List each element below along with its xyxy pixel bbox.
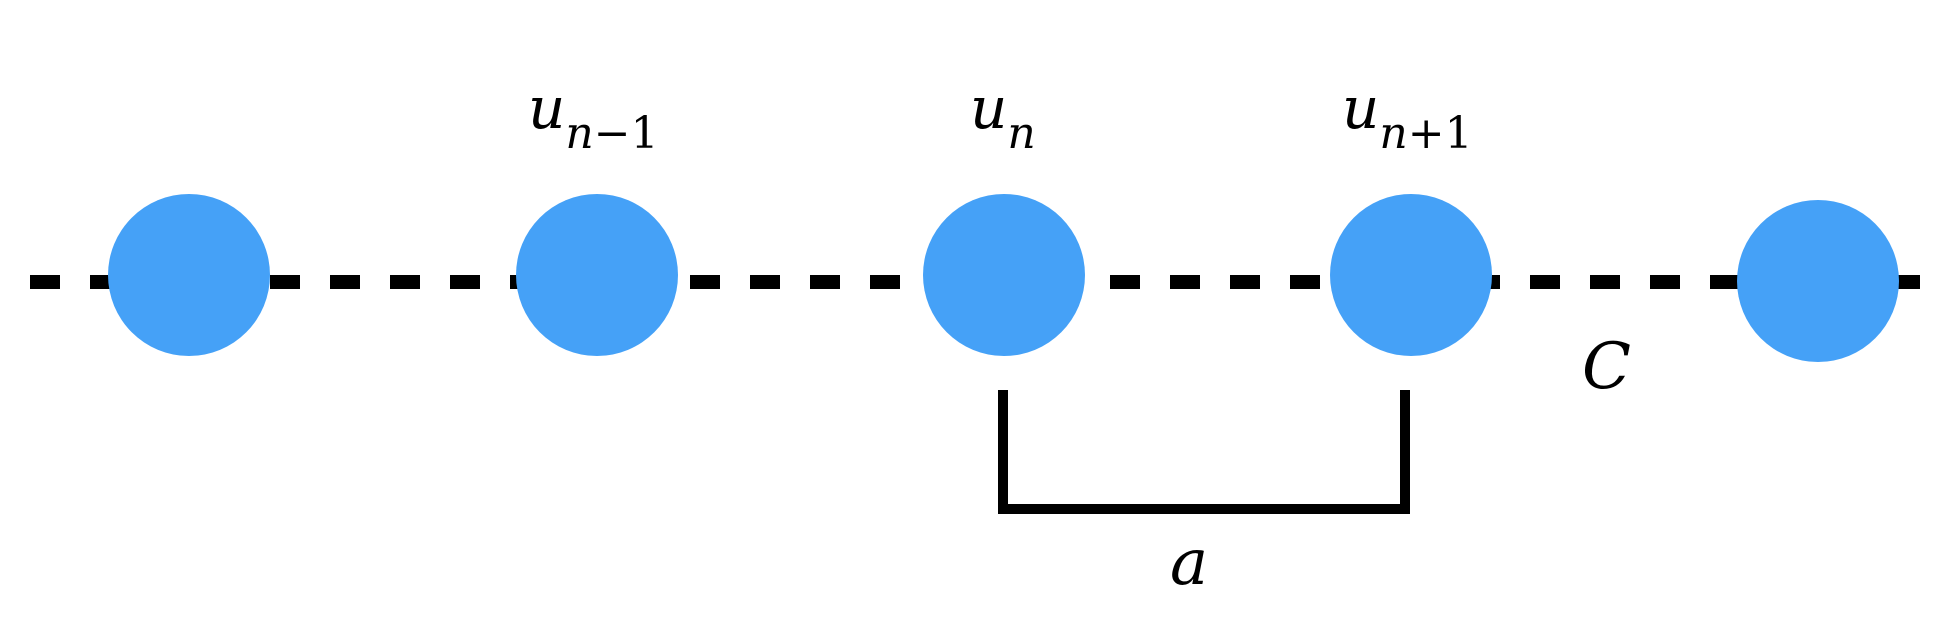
label-sub-var: n <box>1007 108 1035 159</box>
mass-2-label: un−1 <box>528 74 659 159</box>
label-main: u <box>1342 74 1379 142</box>
mass-4-label: un+1 <box>1342 74 1473 159</box>
mass-5 <box>1737 200 1899 362</box>
mass-3-label: un <box>970 74 1036 159</box>
label-main: u <box>970 74 1007 142</box>
mass-4 <box>1330 194 1492 356</box>
masses <box>108 194 1899 362</box>
label-sub-rest: +1 <box>1408 108 1473 159</box>
spacing-label: a <box>1170 526 1208 600</box>
label-main: u <box>528 74 565 142</box>
label-sub-rest: −1 <box>594 108 659 159</box>
spacing-bracket <box>998 390 1410 514</box>
mass-3 <box>923 194 1085 356</box>
label-sub-var: n <box>1379 108 1407 159</box>
label-sub-var: n <box>565 108 593 159</box>
spring-constant-label: C <box>1582 330 1631 404</box>
mass-1 <box>108 194 270 356</box>
mass-2 <box>516 194 678 356</box>
